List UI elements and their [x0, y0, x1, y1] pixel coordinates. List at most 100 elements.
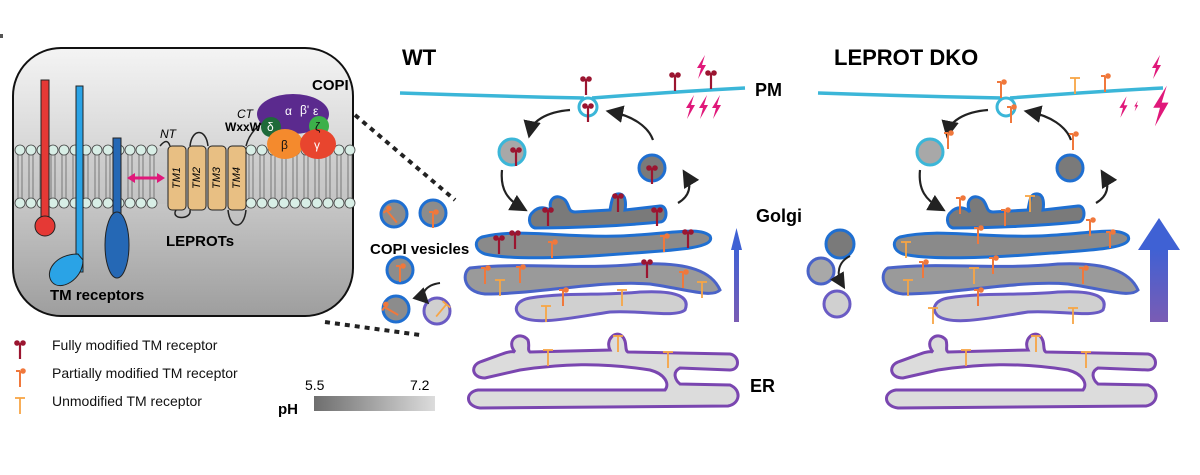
tm-receptor-darkblue — [104, 137, 130, 279]
tm2-label: TM2 — [191, 167, 203, 189]
lipid-head — [344, 144, 356, 156]
golgi-cisterna-cis — [514, 290, 688, 323]
lipid-head — [102, 144, 114, 156]
lipid-head — [267, 197, 279, 209]
cycle-arrow — [1023, 105, 1073, 141]
lipid-head — [91, 144, 103, 156]
recycling-vesicle — [1055, 153, 1085, 183]
partially-modified-receptor — [1068, 130, 1080, 151]
signaling-lightning-icon — [1134, 100, 1139, 112]
copi-beta-prime-label: β' — [300, 103, 309, 117]
copi-zeta-label: ζ — [315, 120, 321, 134]
cycle-arrow — [677, 169, 700, 204]
lipid-head — [146, 197, 158, 209]
copi-beta-label: β — [281, 138, 288, 152]
wt-golgi-maturation-arrow — [731, 228, 742, 322]
golgi-label: Golgi — [756, 206, 802, 226]
partially-modified-receptor — [996, 78, 1008, 99]
copi-vesicles-label: COPI vesicles — [370, 241, 469, 258]
lipid-head — [124, 144, 136, 156]
lipid-head — [333, 197, 345, 209]
lipid-head — [256, 197, 268, 209]
er-label: ER — [750, 376, 775, 396]
copi-alpha-label: α — [285, 104, 292, 118]
tm3-label: TM3 — [211, 166, 223, 189]
interaction-double-arrow — [127, 173, 165, 183]
golgi-cisterna-trans — [946, 192, 1086, 230]
golgi-cisterna-medial — [881, 262, 1140, 296]
lipid-head — [14, 144, 26, 156]
ph-gradient-bar — [314, 396, 435, 411]
copi-epsilon-label: ε — [313, 104, 319, 118]
tm4-label: TM4 — [231, 167, 243, 189]
ph-max-label: 7.2 — [410, 377, 430, 393]
legend-icon-fully-modified — [13, 339, 27, 361]
membrane-inset: TM1 TM2 TM3 TM4 NT CT WxxW α — [12, 47, 356, 317]
signaling-lightning-icon — [712, 95, 721, 119]
lipid-head — [135, 197, 147, 209]
dko-golgi-maturation-arrow — [1138, 218, 1180, 322]
lipid-head — [245, 197, 257, 209]
lipid-head — [91, 197, 103, 209]
lipid-head — [311, 197, 323, 209]
copi-complex: α β' ε δ ζ β γ — [257, 94, 336, 159]
copi-vesicles-cluster — [378, 198, 452, 326]
lipid-head — [124, 197, 136, 209]
zoom-line-bottom — [324, 320, 421, 337]
fully-modified-receptor — [704, 69, 718, 91]
cycle-arrow — [523, 108, 571, 139]
tm4-helix: TM4 — [227, 145, 247, 211]
endoplasmic-reticulum — [467, 332, 740, 410]
partially-modified-receptor — [943, 129, 955, 150]
copi-delta-label: δ — [267, 120, 274, 134]
lipid-head — [300, 197, 312, 209]
nt-label: NT — [160, 127, 178, 141]
cycle-arrow — [1095, 169, 1118, 204]
legend-label-unmodified: Unmodified TM receptor — [52, 393, 202, 409]
tm1-label: TM1 — [171, 167, 183, 189]
lipid-head — [102, 197, 114, 209]
lipid-head — [135, 144, 147, 156]
cycle-arrow — [941, 108, 989, 139]
signaling-lightning-icon — [1152, 55, 1161, 79]
golgi-cisterna-trans-medial — [474, 229, 713, 260]
zoom-line-top — [353, 113, 457, 202]
lipid-head — [25, 197, 37, 209]
corner-mark — [0, 34, 3, 38]
lipid-head — [25, 144, 37, 156]
golgi-cisterna-trans-medial — [892, 229, 1131, 260]
signaling-lightning-icon — [686, 95, 695, 119]
endoplasmic-reticulum — [885, 332, 1158, 410]
pm-label: PM — [755, 80, 782, 100]
wxxw-motif-label: WxxW — [225, 120, 262, 134]
tm2-helix: TM2 — [187, 145, 207, 211]
tm-receptors-label: TM receptors — [50, 287, 144, 304]
signaling-lightning-icon — [699, 95, 708, 119]
lipid-head — [245, 144, 257, 156]
legend-label-fully-modified: Fully modified TM receptor — [52, 337, 218, 353]
lipid-head — [256, 144, 268, 156]
ph-min-label: 5.5 — [305, 377, 325, 393]
tm3-helix: TM3 — [207, 145, 227, 211]
panel-wt — [399, 55, 746, 410]
golgi-cisterna-cis — [932, 290, 1106, 323]
fully-modified-receptor — [668, 71, 682, 93]
lipid-head — [289, 197, 301, 209]
legend-icon-unmodified — [14, 397, 26, 415]
signaling-lightning-icon — [1119, 96, 1128, 118]
partially-modified-receptor — [1006, 103, 1018, 124]
lipid-head — [146, 144, 158, 156]
dko-panel-title: LEPROT DKO — [834, 45, 978, 70]
golgi-cisterna-medial — [463, 262, 722, 296]
fully-modified-receptor — [579, 75, 593, 97]
copi-label: COPI — [312, 77, 349, 94]
leprot-tm-helices: TM1 TM2 TM3 TM4 — [167, 145, 247, 211]
lipid-head — [278, 197, 290, 209]
partially-modified-receptor — [1100, 72, 1112, 93]
endosome-vesicle — [915, 137, 945, 167]
tm-receptor-red — [34, 79, 56, 237]
legend-label-partially-modified: Partially modified TM receptor — [52, 365, 238, 381]
plasma-membrane — [399, 86, 746, 100]
copi-vesicle — [822, 289, 852, 319]
